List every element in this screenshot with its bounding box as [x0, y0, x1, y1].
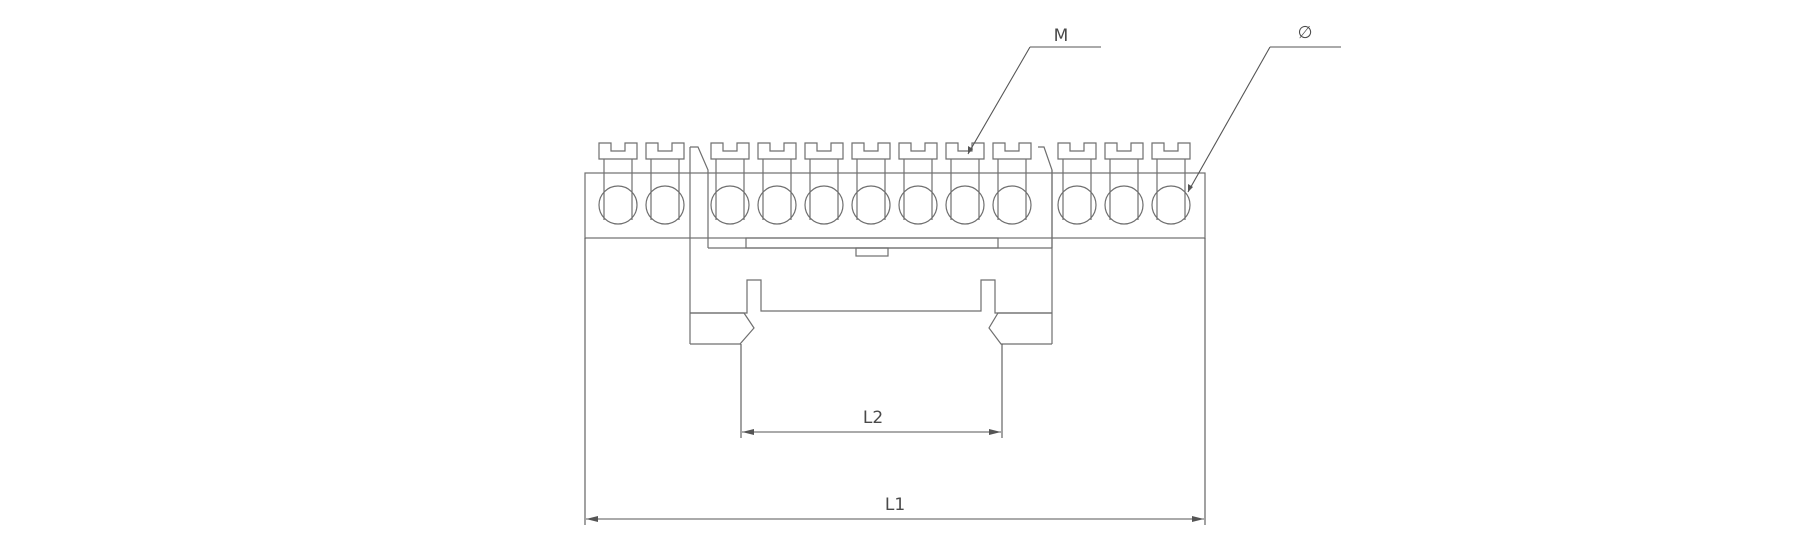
terminal [804, 142, 844, 225]
terminal-hole [804, 185, 844, 225]
screw-head [851, 142, 891, 160]
screw-head [1104, 142, 1144, 160]
screw-head [992, 142, 1032, 160]
terminal-hole [945, 185, 985, 225]
terminal [992, 142, 1032, 225]
terminal [757, 142, 797, 225]
terminal [945, 142, 985, 225]
terminal [1057, 142, 1097, 225]
terminal-hole [645, 185, 685, 225]
terminal-group [598, 142, 1191, 225]
terminal [598, 142, 638, 225]
diameter-label: ∅ [1298, 23, 1313, 43]
terminal-hole [1104, 185, 1144, 225]
terminal-hole [898, 185, 938, 225]
terminal-hole [1151, 185, 1191, 225]
terminal-hole [992, 185, 1032, 225]
screw-head [710, 142, 750, 160]
thread-leader: M [967, 26, 1101, 155]
dimension-l1: L1 [584, 238, 1206, 525]
screw-head [598, 142, 638, 160]
terminal-hole [1057, 185, 1097, 225]
screw-head [804, 142, 844, 160]
terminal [898, 142, 938, 225]
din-bracket [689, 146, 1053, 345]
dimension-l2: L2 [740, 344, 1003, 438]
terminal [710, 142, 750, 225]
terminal-hole [710, 185, 750, 225]
screw-head [757, 142, 797, 160]
terminal [851, 142, 891, 225]
terminal [645, 142, 685, 225]
l2-label: L2 [863, 408, 883, 428]
busbar-body [584, 172, 1206, 239]
l1-label: L1 [885, 495, 905, 515]
terminal-hole [851, 185, 891, 225]
screw-head [645, 142, 685, 160]
terminal [1151, 142, 1191, 225]
diameter-leader: ∅ [1187, 23, 1341, 193]
screw-head [1057, 142, 1097, 160]
screw-head [945, 142, 985, 160]
screw-head [1151, 142, 1191, 160]
thread-label: M [1054, 26, 1069, 46]
terminal [1104, 142, 1144, 225]
terminal-hole [598, 185, 638, 225]
screw-head [898, 142, 938, 160]
terminal-hole [757, 185, 797, 225]
